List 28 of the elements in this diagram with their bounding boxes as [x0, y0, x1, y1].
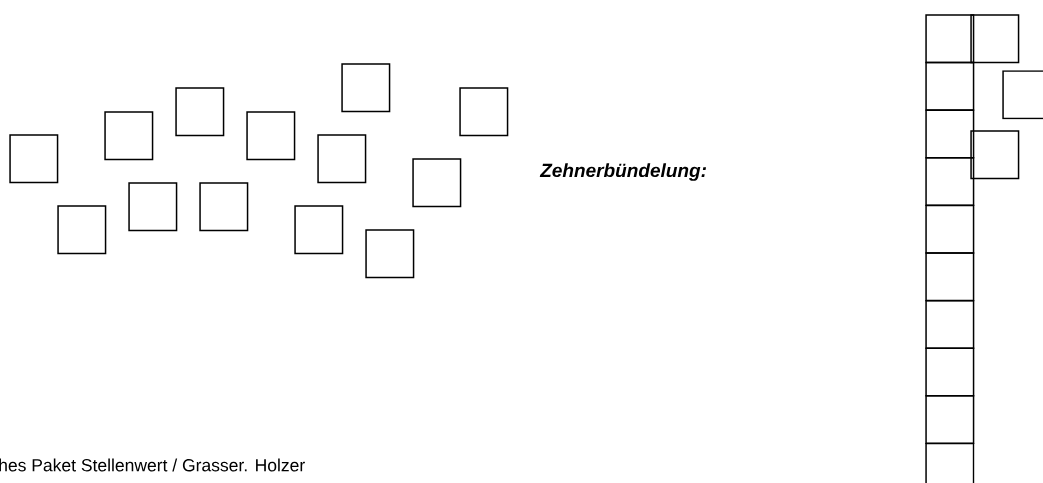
empty-box	[459, 87, 509, 137]
empty-box	[104, 111, 154, 161]
empty-box	[365, 229, 415, 279]
empty-box	[341, 63, 391, 113]
empty-box	[925, 61, 975, 111]
empty-box	[925, 157, 975, 207]
empty-box	[246, 111, 296, 161]
empty-box	[925, 347, 975, 397]
empty-box	[294, 205, 344, 255]
empty-box	[9, 134, 59, 184]
empty-box	[128, 182, 178, 232]
empty-box	[970, 14, 1020, 64]
empty-box	[925, 14, 975, 64]
empty-box	[925, 252, 975, 302]
empty-box	[412, 158, 462, 208]
empty-box	[1002, 70, 1043, 120]
empty-box	[970, 130, 1020, 180]
empty-box	[199, 182, 249, 232]
empty-box	[925, 109, 975, 159]
heading-label: Zehnerbündelung:	[539, 163, 707, 181]
empty-box	[57, 205, 107, 255]
empty-box	[925, 204, 975, 254]
empty-box	[925, 395, 975, 445]
empty-box	[925, 299, 975, 349]
empty-box	[925, 442, 975, 483]
empty-box	[175, 87, 225, 137]
footer-text: hes Paket Stellenwert / Grasser. Holzer	[0, 458, 305, 472]
empty-box	[317, 134, 367, 184]
